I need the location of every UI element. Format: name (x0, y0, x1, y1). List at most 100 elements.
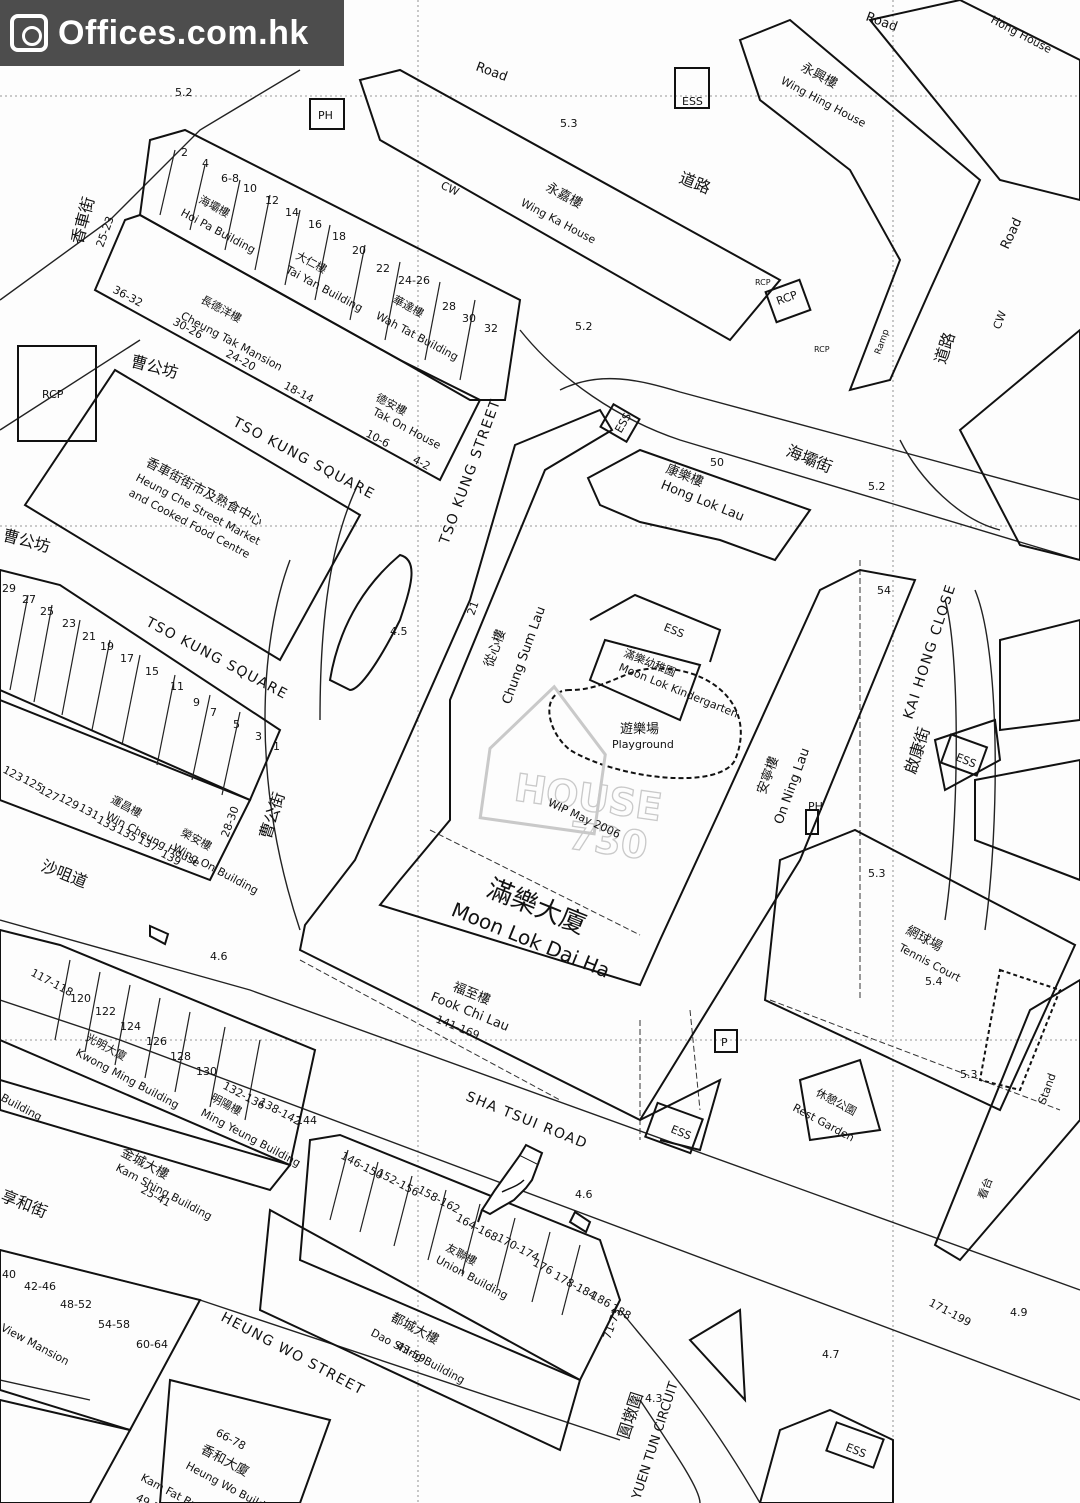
num-27: 27 (22, 593, 36, 606)
num-3: 3 (255, 730, 262, 743)
num-21: 21 (465, 599, 482, 617)
brand-logo[interactable]: Offices.com.hk (0, 0, 344, 66)
num-21b: 21 (82, 630, 96, 643)
label-rcp-2: RCP (775, 288, 800, 308)
road-label-sha-tsui-road: SHA TSUI ROAD (464, 1089, 591, 1153)
label-wah-tat-cjk: 華達樓 (391, 292, 427, 320)
num-1: 1 (273, 740, 280, 753)
num-6-8: 6-8 (221, 172, 239, 185)
label-playground-en: Playground (612, 738, 674, 751)
label-ph-1: PH (318, 109, 333, 122)
num-54: 54 (877, 584, 891, 597)
road-label-cjk-hoi-pa-street: 海壩街 (784, 441, 836, 477)
num-50: 50 (710, 456, 724, 469)
road-label-cjk-sha-tsui-road: 沙咀道 (39, 856, 91, 892)
height-5-3b: 5.3 (868, 867, 886, 880)
height-5-2b: 5.2 (575, 320, 593, 333)
num-122: 122 (95, 1005, 116, 1018)
num-29: 29 (2, 582, 16, 595)
number-labels: 50 54 21 171-199 146-150 152-156 158-162… (1, 86, 1028, 1405)
num-22: 22 (376, 262, 390, 275)
height-4-7: 4.7 (822, 1348, 840, 1361)
label-stand-cjk: 看台 (975, 1176, 996, 1201)
num-25-23: 25-23 (94, 215, 117, 249)
height-4-9: 4.9 (1010, 1306, 1028, 1319)
label-ming-building: Building (0, 1091, 44, 1123)
num-32: 32 (484, 322, 498, 335)
num-48-52: 48-52 (60, 1298, 92, 1311)
label-ramp-1: Ramp (873, 328, 891, 356)
road-label-cjk-yuen-tun: 圓墩圍 (614, 1390, 647, 1442)
num-176: 176 (531, 1256, 556, 1277)
num-10: 10 (243, 182, 257, 195)
label-rcp-1: RCP (42, 388, 64, 401)
dashed-edges (299, 560, 1061, 1140)
num-17: 17 (120, 652, 134, 665)
num-18: 18 (332, 230, 346, 243)
height-5-4: 5.4 (925, 975, 943, 988)
num-9: 9 (193, 696, 200, 709)
label-stand-en: Stand (1036, 1072, 1059, 1107)
height-5-3a: 5.3 (560, 117, 578, 130)
num-14: 14 (285, 206, 299, 219)
num-126: 126 (146, 1035, 167, 1048)
num-23: 23 (62, 617, 76, 630)
label-playground-cjk: 遊樂場 (620, 721, 659, 737)
num-15: 15 (145, 665, 159, 678)
location-pointer-icon (477, 1143, 544, 1223)
num-40: 40 (2, 1268, 16, 1281)
label-ess-4: ESS (669, 1123, 693, 1143)
height-4-5: 4.5 (390, 625, 408, 638)
num-7: 7 (210, 706, 217, 719)
num-25: 25 (40, 605, 54, 618)
road-label-cjk-road-2: 道路 (931, 330, 959, 366)
road-label-road-2: Road (864, 10, 900, 35)
num-36-32: 36-32 (111, 283, 145, 309)
num-12: 12 (265, 194, 279, 207)
num-4-2: 4-2 (411, 453, 433, 473)
road-label-cjk-tso-kung-fong-2: 曹公坊 (1, 526, 52, 557)
height-4-6b: 4.6 (575, 1188, 593, 1201)
road-label-cjk-heung-che-street: 香車街 (68, 195, 99, 246)
facility-labels: ESS ESS ESS ESS ESS ESS RCP RCP RCP RCP … (42, 95, 978, 1461)
num-2: 2 (181, 146, 188, 159)
label-p-1: P (721, 1036, 728, 1049)
label-view-mansion: View Mansion (0, 1321, 71, 1368)
label-ess-3: ESS (662, 621, 686, 641)
label-wing-ka-cjk: 永嘉樓 (543, 180, 584, 212)
label-on-ning-cjk: 安寧樓 (754, 754, 782, 796)
label-chung-sum-en: Chung Sum Lau (500, 605, 549, 707)
num-54-58: 54-58 (98, 1318, 130, 1331)
height-5-2a: 5.2 (175, 86, 193, 99)
num-24-26: 24-26 (398, 274, 430, 287)
watermark: HOUSE 730 (478, 684, 665, 869)
num-152-156: 152-156 (375, 1166, 422, 1199)
num-10-6: 10-6 (364, 427, 392, 450)
label-kam-fat-no: 49-51 (134, 1491, 168, 1503)
num-130: 130 (196, 1065, 217, 1078)
num-42-46: 42-46 (24, 1280, 56, 1293)
road-label-cjk-tso-kung-street: 曹公街 (256, 790, 289, 842)
brand-icon (10, 14, 48, 52)
road-label-road-3: Road (998, 216, 1025, 252)
road-label-cw-2: CW (991, 309, 1010, 331)
label-ess-1: ESS (682, 95, 703, 108)
num-186: 186 (589, 1289, 614, 1310)
row-dividers (9, 149, 581, 1316)
label-dao-shing-no: 43-59 (394, 1339, 428, 1365)
num-158-162: 158-162 (416, 1183, 463, 1216)
road-label-cjk-heung-wo-street: 享和街 (0, 1186, 50, 1222)
num-16: 16 (308, 218, 322, 231)
road-labels: TSO KUNG STREET TSO KUNG SQUARE TSO KUNG… (0, 10, 1025, 1503)
num-128: 128 (170, 1050, 191, 1063)
num-30: 30 (462, 312, 476, 325)
road-label-cjk-road-1: 道路 (677, 168, 714, 198)
label-wing-ka-en: Wing Ka House (519, 196, 598, 246)
num-19: 19 (100, 640, 114, 653)
num-28: 28 (442, 300, 456, 313)
road-outlines (0, 69, 1080, 1503)
num-4: 4 (202, 157, 209, 170)
